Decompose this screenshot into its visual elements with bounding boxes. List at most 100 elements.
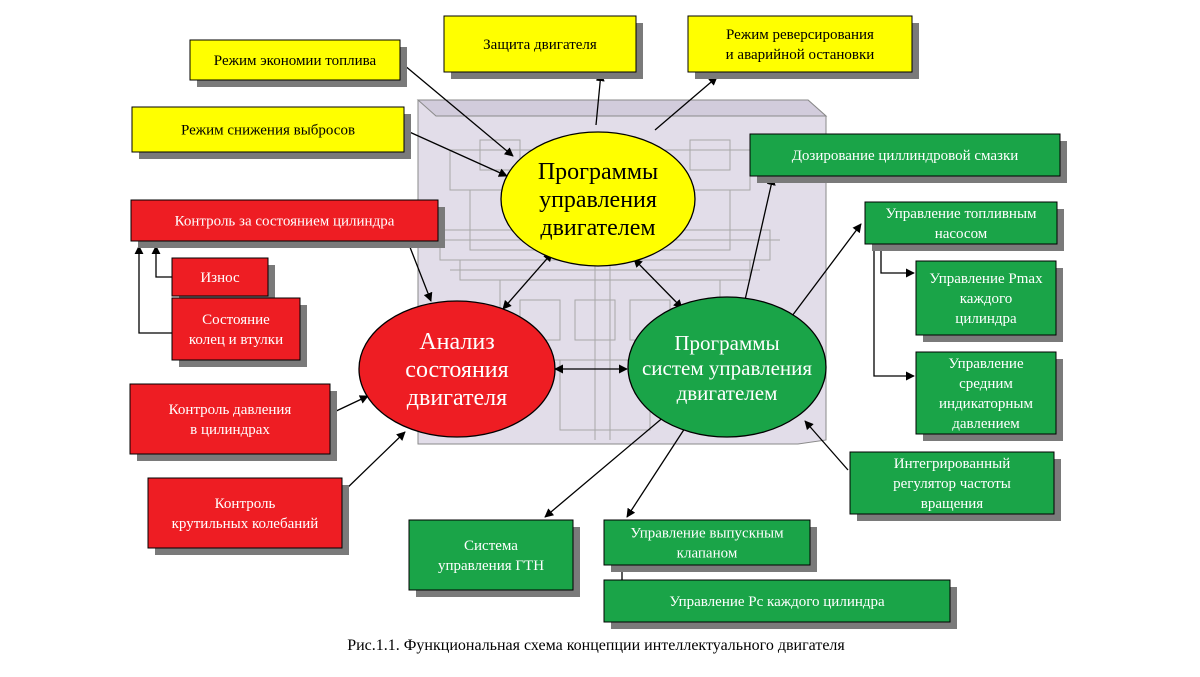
box-exhaust-valve-control: Управление выпускным клапаном <box>603 519 817 572</box>
box-cylinder-lubrication: Дозирование циллиндровой смазки <box>749 133 1067 183</box>
box-label: Режим экономии топлива <box>214 53 377 69</box>
box-label: регулятор частоты <box>893 476 1011 492</box>
box-label: Управление топливным <box>885 206 1037 222</box>
box-body <box>189 39 401 81</box>
circle-label: двигателем <box>540 215 655 241</box>
box-speed-regulator: Интегрированный регулятор частоты вращения <box>849 451 1061 521</box>
box-body <box>408 519 574 591</box>
box-engine-protection: Защита двигателя <box>443 15 643 79</box>
box-label: и аварийной остановки <box>726 47 875 63</box>
arrow-torsional <box>341 431 406 494</box>
box-body <box>443 15 637 73</box>
arrow-ring-liner <box>134 245 172 334</box>
box-label: средним <box>959 376 1013 392</box>
circle-body <box>358 300 556 438</box>
box-body <box>129 383 331 455</box>
box-reverse-mode: Режим реверсирования и аварийной остановк… <box>687 15 919 79</box>
arrow-gtn <box>544 409 673 518</box>
box-body <box>849 451 1055 515</box>
box-body <box>171 297 301 361</box>
box-ring-liner-state: Состояние колец и втулки <box>171 297 307 367</box>
arrow-programs-systems <box>633 258 683 309</box>
box-body <box>749 133 1061 177</box>
arrow-cylinder-pressure <box>331 395 369 414</box>
arrow-fuel-economy <box>397 59 514 157</box>
arrow-programs-analysis <box>502 252 553 310</box>
arrow-lubrication <box>744 176 776 301</box>
box-label: Контроль <box>215 496 276 512</box>
connectors <box>134 59 915 580</box>
box-body <box>915 260 1057 336</box>
circle-label: Программы <box>538 159 658 185</box>
box-label: Дозирование циллиндровой смазки <box>792 148 1019 164</box>
box-label: насосом <box>935 226 988 242</box>
box-body <box>687 15 913 73</box>
box-torsional-vibration: Контроль крутильных колебаний <box>147 477 349 555</box>
circle-label: Программы <box>674 331 779 355</box>
arrow-fuel-pump <box>791 223 862 317</box>
arrow-emission-reduction <box>404 129 508 177</box>
box-label: Режим реверсирования <box>726 27 874 43</box>
arrow-wear <box>151 245 172 278</box>
circle-label: состояния <box>405 357 508 383</box>
arrow-exhaust-valve <box>626 427 686 518</box>
box-label: цилиндра <box>955 311 1017 327</box>
box-label: Износ <box>200 270 240 286</box>
circle-body <box>500 131 696 267</box>
box-pc-control: Управление Pc каждого цилиндра <box>603 579 957 629</box>
box-label: Управление <box>948 356 1024 372</box>
box-emission-reduction: Режим снижения выбросов <box>131 106 411 159</box>
box-wear: Износ <box>171 257 275 303</box>
figure-caption: Рис.1.1. Функциональная схема концепции … <box>347 637 845 654</box>
box-fuel-pump-control: Управление топливным насосом <box>864 201 1064 251</box>
box-label: управления ГТН <box>438 558 544 574</box>
box-body <box>864 201 1058 245</box>
circle-body <box>627 296 827 438</box>
box-label: клапаном <box>677 546 738 562</box>
box-label: Интегрированный <box>894 456 1010 472</box>
circles: ПрограммыуправлениядвигателемАнализсосто… <box>358 131 827 438</box>
box-label: вращения <box>921 496 984 512</box>
box-cylinder-pressure: Контроль давления в цилиндрах <box>129 383 337 461</box>
circle-label: Анализ <box>419 329 494 355</box>
circle-label: управления <box>539 187 657 213</box>
box-body <box>915 351 1057 435</box>
box-label: крутильных колебаний <box>172 516 319 532</box>
box-label: Управление выпускным <box>630 526 784 542</box>
box-body <box>147 477 343 549</box>
arrow-pmax <box>880 244 915 278</box>
box-gtn-system: Система управления ГТН <box>408 519 580 597</box>
circle-label: двигателя <box>407 385 507 411</box>
box-cylinder-monitoring: Контроль за состоянием цилиндра <box>130 199 445 248</box>
circle-label: систем управления <box>642 356 812 380</box>
arrow-reverse <box>654 76 718 131</box>
box-body <box>171 257 269 297</box>
box-label: Защита двигателя <box>483 37 597 53</box>
box-label: Состояние <box>202 312 270 328</box>
box-label: Контроль за состоянием цилиндра <box>175 214 395 230</box>
box-body <box>603 579 951 623</box>
box-label: индикаторным <box>939 396 1034 412</box>
box-label: давлением <box>952 416 1020 432</box>
box-label: в цилиндрах <box>190 422 270 438</box>
box-mean-pressure-control: Управление средним индикаторным давлением <box>915 351 1063 441</box>
box-label: Контроль давления <box>169 402 292 418</box>
circle-label: двигателем <box>677 381 778 405</box>
arrow-protection <box>595 72 605 126</box>
box-label: Режим снижения выбросов <box>181 123 355 139</box>
box-label: Управление Pc каждого цилиндра <box>669 594 885 610</box>
box-label: колец и втулки <box>189 332 283 348</box>
arrow-mean-pressure <box>873 244 915 381</box>
box-body <box>131 106 405 153</box>
box-label: каждого <box>960 291 1013 307</box>
box-fuel-economy: Режим экономии топлива <box>189 39 407 87</box>
box-label: Система <box>464 538 518 554</box>
box-body <box>603 519 811 566</box>
box-body <box>130 199 439 242</box>
